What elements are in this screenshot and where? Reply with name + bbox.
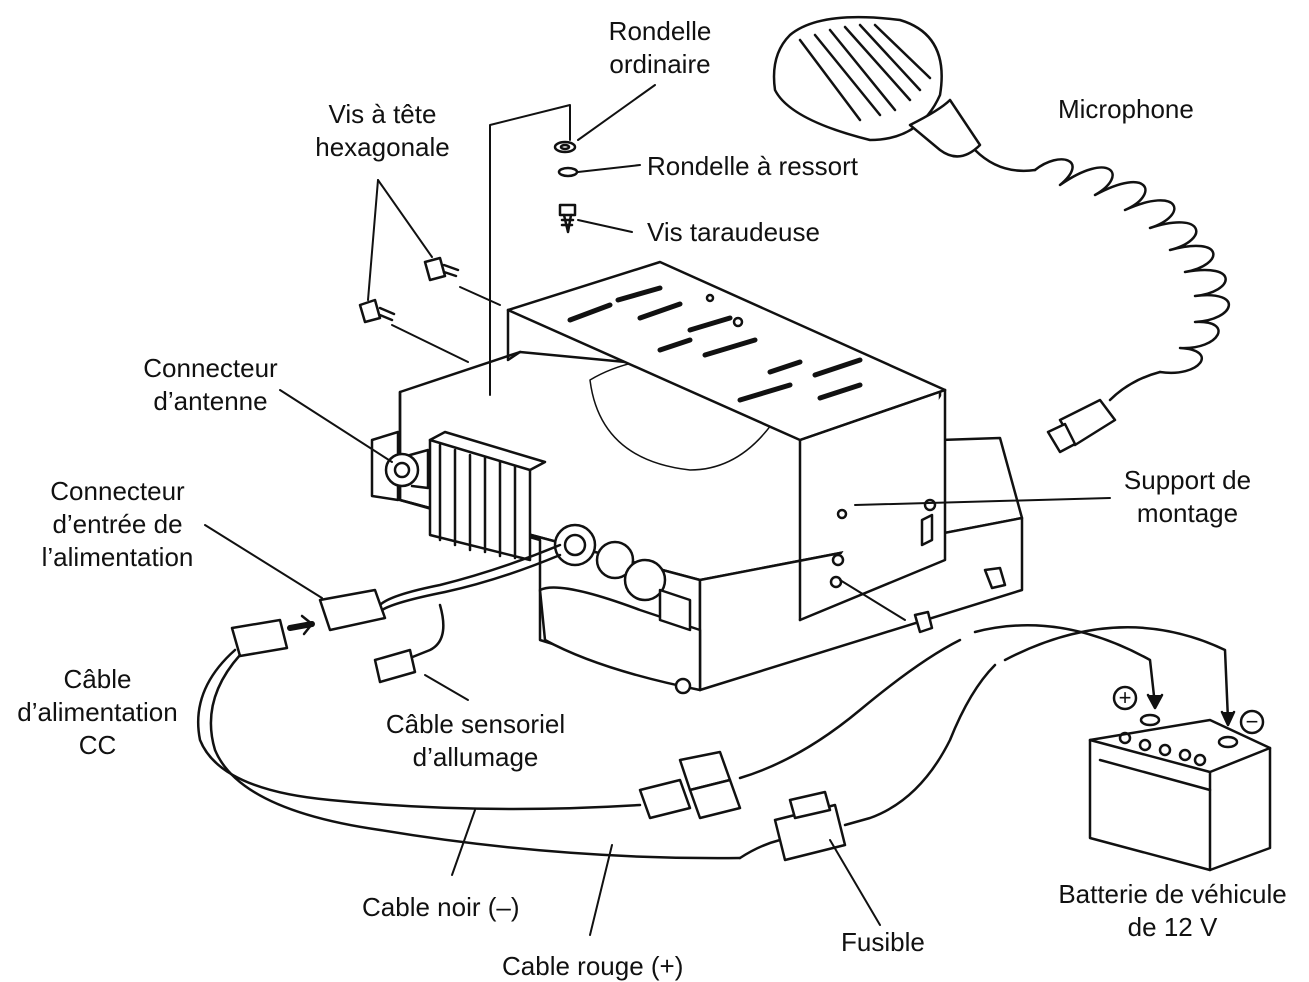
microphone-unit bbox=[772, 15, 1230, 454]
label-vis-taraudeuse: Vis taraudeuse bbox=[647, 217, 820, 247]
antenna-connector bbox=[370, 430, 430, 502]
leader-lines bbox=[204, 84, 1111, 936]
hardware bbox=[358, 140, 1007, 634]
label-rondelle-ordinaire: Rondelle ordinaire bbox=[608, 16, 712, 79]
label-cable-alimentation: Câble d’alimentation CC bbox=[17, 664, 178, 760]
battery-positive-symbol: + bbox=[1118, 685, 1132, 710]
power-cables bbox=[196, 543, 1236, 862]
label-microphone: Microphone bbox=[1058, 94, 1194, 124]
battery bbox=[1088, 685, 1272, 872]
label-connecteur-entree: Connecteur d’entrée de l’alimentation bbox=[41, 476, 194, 572]
label-connecteur-antenne: Connecteur d’antenne bbox=[143, 353, 278, 416]
battery-negative-symbol: − bbox=[1245, 709, 1259, 734]
label-fusible: Fusible bbox=[841, 927, 925, 957]
label-rondelle-ressort: Rondelle à ressort bbox=[647, 151, 858, 181]
label-support-montage: Support de montage bbox=[1123, 465, 1252, 528]
label-cable-sensoriel: Câble sensoriel d’allumage bbox=[385, 709, 566, 772]
heat-sink bbox=[428, 430, 547, 562]
label-vis-tete-hexagonale: Vis à tête hexagonale bbox=[315, 99, 450, 162]
label-batterie: Batterie de véhicule de 12 V bbox=[1058, 879, 1287, 942]
label-cable-noir: Cable noir (–) bbox=[362, 892, 520, 922]
label-cable-rouge: Cable rouge (+) bbox=[502, 951, 684, 981]
